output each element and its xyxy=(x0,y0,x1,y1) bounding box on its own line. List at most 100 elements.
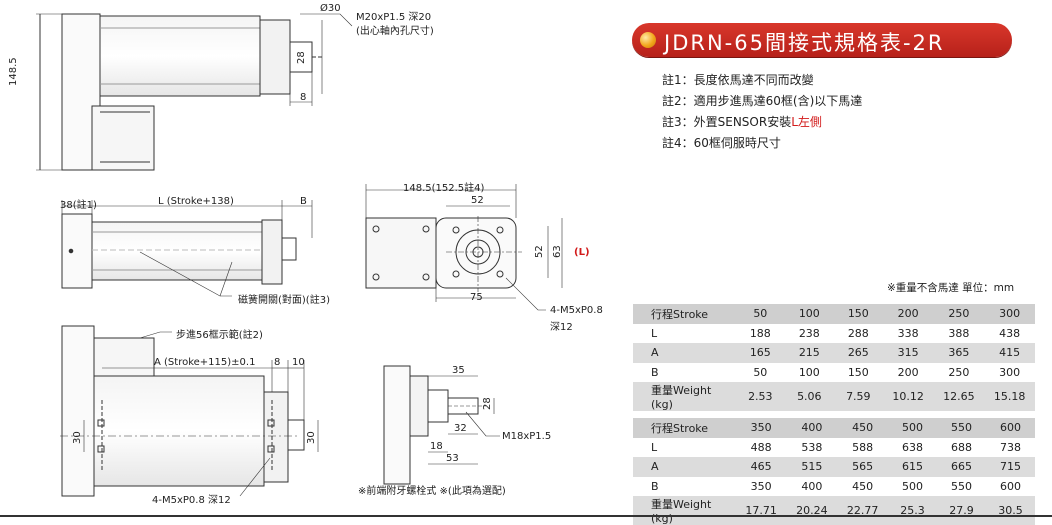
spec-title: JDRN-65間接式規格表-2R xyxy=(664,31,945,55)
label-dim-28-detail: 28 xyxy=(482,397,493,410)
label-bolt-front: 4-M5xP0.8 xyxy=(550,305,603,316)
table-cell: 238 xyxy=(784,323,834,343)
table-cell: 388 xyxy=(933,323,985,343)
table-cell: 265 xyxy=(833,343,883,363)
note-4: 註4：60框伺服時尺寸 xyxy=(662,136,781,150)
table-cell: 550 xyxy=(936,418,986,438)
table-cell: 215 xyxy=(784,343,834,363)
table-cell: 550 xyxy=(936,476,986,496)
row-label: 重量Weight (kg) xyxy=(633,496,736,525)
table-cell: 338 xyxy=(882,323,934,343)
table-cell: 638 xyxy=(887,437,937,457)
row-label: A xyxy=(633,457,736,477)
notes-list: 註1：長度依馬達不同而改變 註2：適用步進馬達60框(含)以下馬達 註3：外置S… xyxy=(662,70,862,154)
table-cell: 315 xyxy=(882,343,934,363)
table-cell: 20.24 xyxy=(786,496,838,525)
table-cell: 688 xyxy=(936,437,986,457)
label-dim-8-top: 8 xyxy=(300,92,307,103)
table-cell: 22.77 xyxy=(837,496,888,525)
label-thread-m18: M18xP1.5 xyxy=(502,431,552,442)
label-height-148: 148.5 xyxy=(8,57,19,86)
table-cell: 500 xyxy=(887,476,937,496)
table-cell: 400 xyxy=(786,476,838,496)
note-1: 註1：長度依馬達不同而改變 xyxy=(662,73,814,87)
table-cell: 12.65 xyxy=(933,382,985,411)
label-bolt-bottom: 4-M5xP0.8 深12 xyxy=(152,495,231,506)
table-cell: 600 xyxy=(985,418,1035,438)
bottom-divider xyxy=(0,515,1052,517)
table-cell: 588 xyxy=(837,437,888,457)
table-cell: 250 xyxy=(933,362,985,382)
table-cell: 665 xyxy=(936,457,986,477)
table-cell: 17.71 xyxy=(735,496,787,525)
table-cell: 438 xyxy=(984,323,1035,343)
table-cell: 250 xyxy=(933,304,985,324)
label-dim-8-bottom: 8 xyxy=(274,357,281,368)
row-label: 行程Stroke xyxy=(633,304,736,324)
label-L-side: (L) xyxy=(574,247,590,258)
label-dim-18: 18 xyxy=(430,441,443,452)
table-cell: 515 xyxy=(786,457,838,477)
spec-title-banner: JDRN-65間接式規格表-2R xyxy=(632,23,1012,57)
note-2: 註2：適用步進馬達60框(含)以下馬達 xyxy=(662,94,863,108)
table-cell: 350 xyxy=(735,476,787,496)
label-thread-m20: M20xP1.5 深20 xyxy=(356,12,432,23)
table-cell: 300 xyxy=(984,362,1035,382)
label-dim-53: 53 xyxy=(446,453,459,464)
table-cell: 25.3 xyxy=(887,496,937,525)
label-dim-10: 10 xyxy=(292,357,305,368)
label-A-stroke: A (Stroke+115)±0.1 xyxy=(154,357,256,368)
table-cell: 15.18 xyxy=(984,382,1035,411)
table-cell: 150 xyxy=(833,362,883,382)
table-cell: 165 xyxy=(735,343,785,363)
label-dim-28-top: 28 xyxy=(296,51,307,64)
table-cell: 415 xyxy=(984,343,1035,363)
table-cell: 350 xyxy=(735,418,787,438)
detail-view xyxy=(383,365,500,485)
table-cell: 2.53 xyxy=(735,382,785,411)
unit-note: ※重量不含馬達 單位：mm xyxy=(887,282,1015,294)
note-3: 註3：外置SENSOR安裝L左側 xyxy=(662,112,862,133)
table-cell: 365 xyxy=(933,343,985,363)
bottom-view xyxy=(60,325,319,497)
table-cell: 30.5 xyxy=(985,496,1035,525)
label-thread-note: (出心軸內孔尺寸) xyxy=(356,26,434,37)
table-cell: 615 xyxy=(887,457,937,477)
table-cell: 188 xyxy=(735,323,785,343)
label-B: B xyxy=(300,196,307,207)
label-dim-35: 35 xyxy=(452,365,465,376)
table-cell: 100 xyxy=(784,362,834,382)
table-cell: 715 xyxy=(985,457,1035,477)
label-width-148: 148.5(152.5註4) xyxy=(403,183,485,194)
row-label: L xyxy=(633,323,736,343)
label-reed-switch: 磁簧開關(對面)(註3) xyxy=(238,295,330,306)
table-cell: 200 xyxy=(882,304,934,324)
label-dim-38: 38(註1) xyxy=(60,200,97,211)
label-L-stroke: L (Stroke+138) xyxy=(158,196,234,207)
bullet-icon xyxy=(640,32,656,48)
top-view xyxy=(36,13,353,171)
table-cell: 400 xyxy=(786,418,838,438)
label-dim-32: 32 xyxy=(454,423,467,434)
row-label: B xyxy=(633,476,736,496)
label-dim-63: 63 xyxy=(552,245,563,258)
row-label: B xyxy=(633,362,736,382)
table-cell: 150 xyxy=(833,304,883,324)
table-cell: 500 xyxy=(887,418,937,438)
table-cell: 450 xyxy=(837,476,888,496)
table-cell: 565 xyxy=(837,457,888,477)
row-label: A xyxy=(633,343,736,363)
label-dim-30-a: 30 xyxy=(72,431,83,444)
table-cell: 465 xyxy=(735,457,787,477)
table-cell: 600 xyxy=(985,476,1035,496)
